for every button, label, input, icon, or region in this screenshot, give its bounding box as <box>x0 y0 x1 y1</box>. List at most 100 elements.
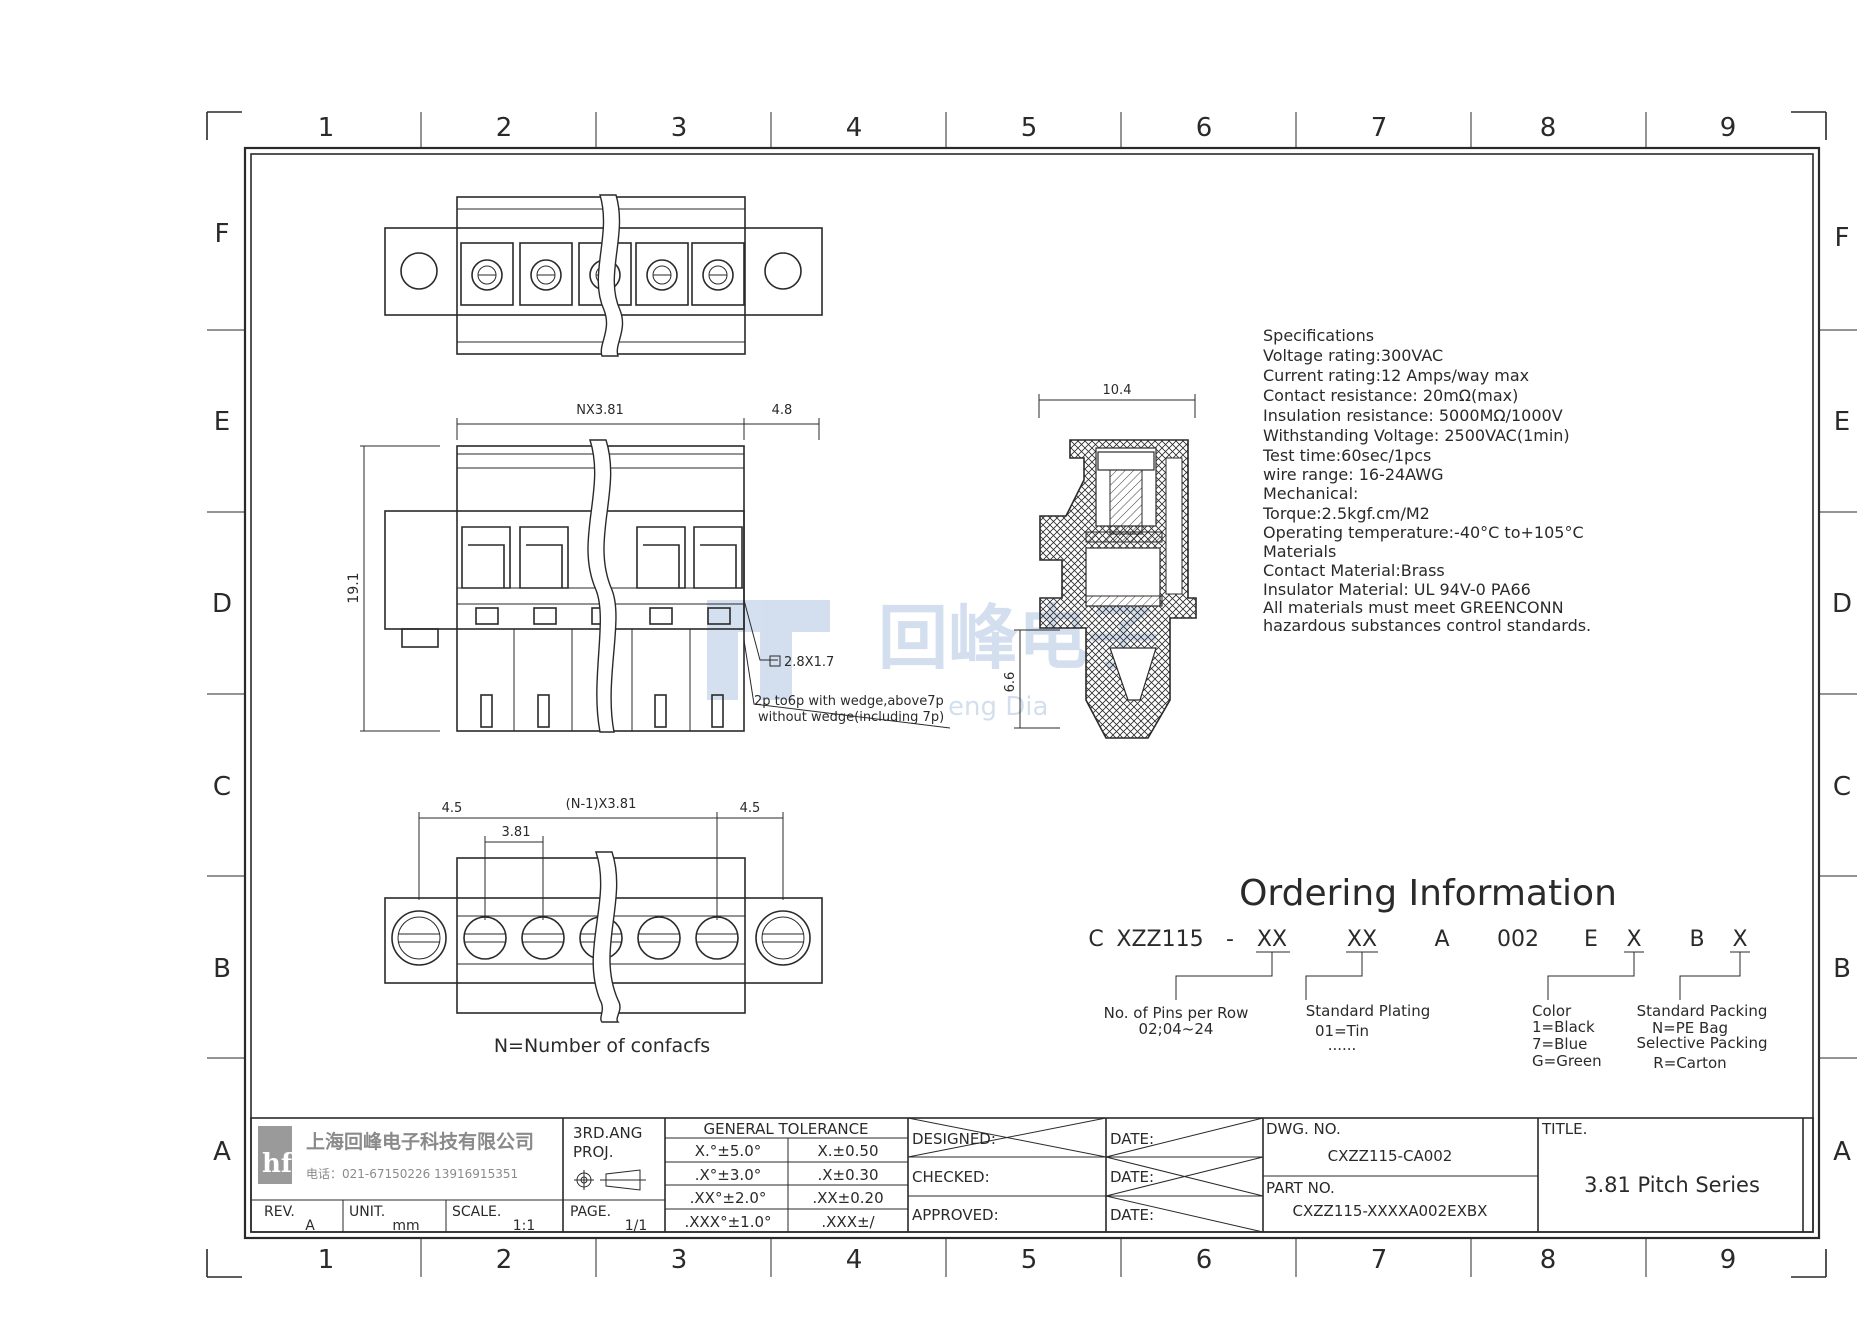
code-part: XX <box>1257 927 1287 952</box>
dim-bottom-pitch: 3.81 <box>502 825 531 840</box>
col-label: 3 <box>671 1245 688 1275</box>
spec-line: Materials <box>1263 542 1336 561</box>
code-part: X <box>1732 927 1747 952</box>
ordering-title: Ordering Information <box>1239 873 1617 914</box>
packing-std: N=PE Bag <box>1652 1019 1728 1037</box>
specifications-block: Specifications Voltage rating:300VAC Cur… <box>1262 326 1591 635</box>
page-value: 1/1 <box>625 1218 648 1234</box>
projection-label: 3RD.ANG <box>573 1124 642 1142</box>
wedge-note-2: without wedge(including 7p) <box>758 710 944 725</box>
col-label: 8 <box>1540 1245 1557 1275</box>
title-label: TITLE. <box>1541 1120 1587 1138</box>
date-label: DATE: <box>1110 1206 1154 1224</box>
company-logo-mark: hf <box>262 1149 294 1179</box>
column-labels-bottom: 1 2 3 4 5 6 7 8 9 <box>318 1245 1737 1275</box>
spec-line: wire range: 16-24AWG <box>1263 465 1443 484</box>
row-label: D <box>212 589 232 619</box>
spec-line: Insulator Material: UL 94V-0 PA66 <box>1263 580 1531 599</box>
tolerance-title: GENERAL TOLERANCE <box>703 1120 868 1138</box>
dim-side-width: 10.4 <box>1103 383 1132 398</box>
tolerance-linear: X.±0.50 <box>817 1142 878 1160</box>
col-label: 2 <box>496 113 513 143</box>
tolerance-linear: .X±0.30 <box>817 1166 878 1184</box>
color-option: 7=Blue <box>1532 1035 1587 1053</box>
col-label: 1 <box>318 1245 335 1275</box>
dim-nx: NX3.81 <box>576 403 624 418</box>
date-label: DATE: <box>1110 1130 1154 1148</box>
col-label: 5 <box>1021 113 1038 143</box>
col-label: 8 <box>1540 113 1557 143</box>
plating-option: 01=Tin <box>1315 1022 1369 1040</box>
approved-label: APPROVED: <box>912 1206 999 1224</box>
color-option: 1=Black <box>1532 1018 1595 1036</box>
tolerance-angle: .XXX°±1.0° <box>684 1213 771 1231</box>
scale-value: 1:1 <box>513 1218 536 1234</box>
scale-label: SCALE. <box>452 1204 501 1220</box>
company-logo-icon <box>258 1126 292 1184</box>
ordering-information: Ordering Information C XZZ115 - XX XX A … <box>1088 873 1767 1072</box>
col-label: 5 <box>1021 1245 1038 1275</box>
contacts-note: N=Number of confacfs <box>494 1035 710 1057</box>
rev-value: A <box>305 1218 315 1234</box>
spec-line: Mechanical: <box>1263 484 1358 503</box>
code-part: XX <box>1347 927 1377 952</box>
code-part: 002 <box>1497 927 1539 952</box>
code-part: C <box>1088 927 1103 952</box>
row-labels-right: F E D C B A <box>1832 223 1852 1167</box>
spec-line: hazardous substances control standards. <box>1263 616 1591 635</box>
company-tel: 电话：021-67150226 13916915351 <box>306 1167 518 1181</box>
spec-line: All materials must meet GREENCONN <box>1263 598 1564 617</box>
break-line <box>587 439 617 733</box>
spec-line: Current rating:12 Amps/way max <box>1263 366 1529 385</box>
spec-line: Specifications <box>1263 326 1374 345</box>
checked-label: CHECKED: <box>912 1168 990 1186</box>
row-label: A <box>213 1137 231 1167</box>
top-view <box>384 194 823 357</box>
col-label: 1 <box>318 113 335 143</box>
plating-label: Standard Plating <box>1306 1002 1431 1020</box>
projection-sub: PROJ. <box>573 1143 613 1161</box>
break-line <box>592 851 621 1023</box>
row-label: C <box>1833 772 1851 802</box>
code-part: X <box>1626 927 1641 952</box>
dim-bottom-span: (N-1)X3.81 <box>566 797 637 812</box>
col-label: 4 <box>846 1245 863 1275</box>
unit-value: mm <box>392 1218 419 1234</box>
col-label: 3 <box>671 113 688 143</box>
col-label: 6 <box>1196 113 1213 143</box>
packing-sel-label: Selective Packing <box>1636 1034 1767 1052</box>
code-part: XZZ115 <box>1116 927 1203 952</box>
row-ticks <box>207 329 1857 1059</box>
drawing-title: 3.81 Pitch Series <box>1584 1173 1760 1197</box>
dim-bottom-right: 4.5 <box>740 801 761 816</box>
pins-label: No. of Pins per Row <box>1104 1004 1249 1022</box>
part-no: CXZZ115-XXXXA002EXBX <box>1293 1202 1488 1220</box>
row-label: B <box>213 954 231 984</box>
unit-label: UNIT. <box>349 1204 385 1220</box>
rev-label: REV. <box>264 1204 295 1220</box>
row-label: D <box>1832 589 1852 619</box>
col-label: 4 <box>846 113 863 143</box>
side-section-view: 10.4 6.6 <box>1003 383 1197 739</box>
col-label: 7 <box>1371 113 1388 143</box>
spec-line: Insulation resistance: 5000MΩ/1000V <box>1263 406 1563 425</box>
col-label: 7 <box>1371 1245 1388 1275</box>
spec-line: Operating temperature:-40°C to+105°C <box>1263 523 1584 542</box>
packing-sel: R=Carton <box>1653 1054 1726 1072</box>
code-part: A <box>1434 927 1449 952</box>
tolerance-angle: X.°±5.0° <box>695 1142 761 1160</box>
dim-side-height: 6.6 <box>1003 672 1018 693</box>
dwg-no-label: DWG. NO. <box>1266 1120 1341 1138</box>
pins-range: 02;04~24 <box>1139 1020 1214 1038</box>
tolerance-angle: .X°±3.0° <box>695 1166 761 1184</box>
dim-end-gap: 4.8 <box>772 403 793 418</box>
col-label: 9 <box>1720 113 1737 143</box>
break-line <box>597 194 624 357</box>
column-ticks <box>420 112 1647 1277</box>
spec-line: Contact Material:Brass <box>1263 561 1445 580</box>
tolerance-linear: .XX±0.20 <box>812 1189 883 1207</box>
col-label: 6 <box>1196 1245 1213 1275</box>
tolerance-angle: .XX°±2.0° <box>690 1189 767 1207</box>
watermark-subtext: eng Dia <box>948 692 1048 722</box>
row-label: E <box>214 407 230 437</box>
